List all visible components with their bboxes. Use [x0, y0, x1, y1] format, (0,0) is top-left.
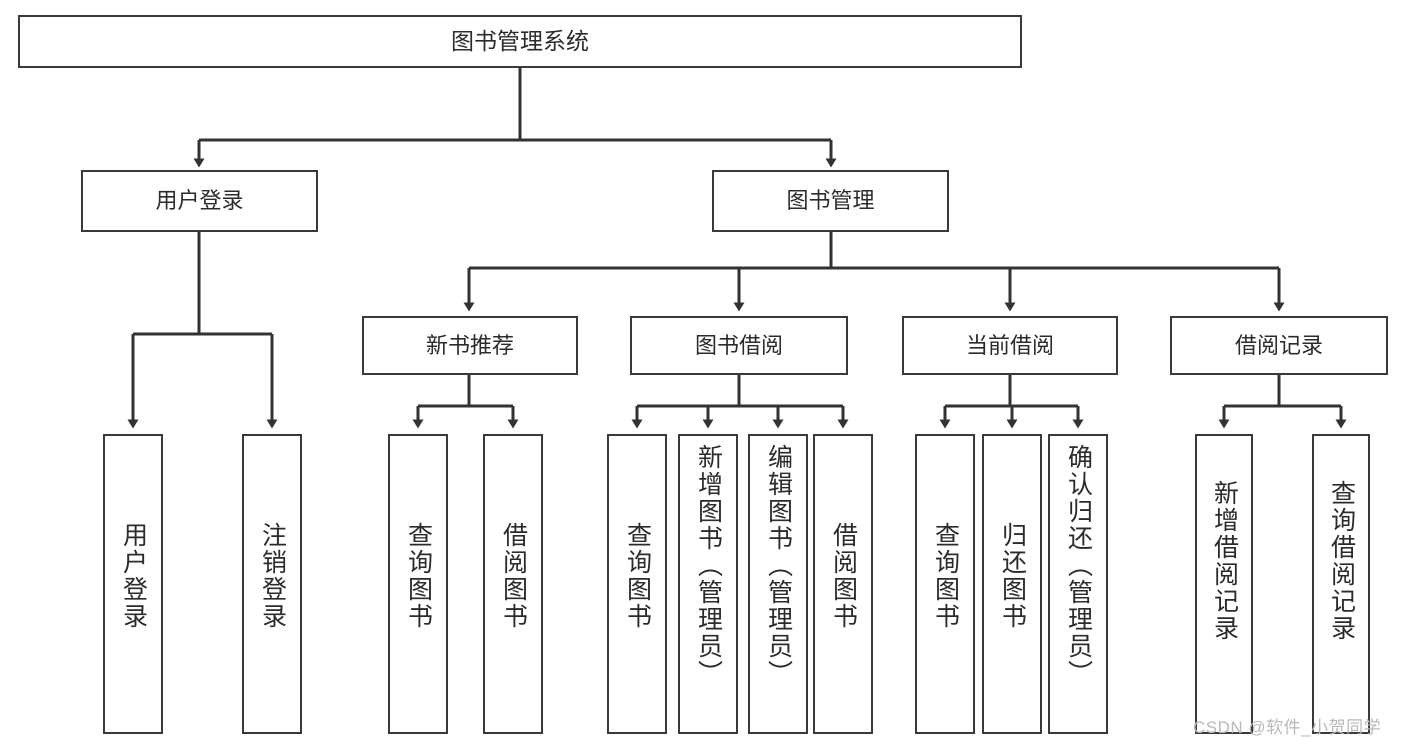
leaf-query-borrow-record-label: 查询借阅记录 [1327, 480, 1356, 642]
leaf-add-book-label: 新增图书（管理员） [694, 444, 723, 687]
node-current-borrow-label: 当前借阅 [965, 332, 1054, 358]
leaf-query-borrow-record[interactable]: 查询借阅记录 [1312, 434, 1370, 734]
leaf-confirm-return[interactable]: 确认归还（管理员） [1048, 434, 1108, 734]
leaf-query-book-borrow[interactable]: 查询图书 [607, 434, 667, 734]
node-book-manage-label: 图书管理 [786, 188, 875, 214]
node-user-login[interactable]: 用户登录 [81, 170, 318, 232]
leaf-borrow-book-label: 借阅图书 [829, 522, 858, 630]
node-new-book-recommend-label: 新书推荐 [425, 332, 514, 358]
leaf-edit-book[interactable]: 编辑图书（管理员） [748, 434, 808, 734]
leaf-edit-book-label: 编辑图书（管理员） [764, 444, 793, 687]
leaf-query-book-borrow-label: 查询图书 [623, 522, 652, 630]
node-book-manage[interactable]: 图书管理 [712, 170, 949, 232]
leaf-add-borrow-record[interactable]: 新增借阅记录 [1195, 434, 1253, 734]
leaf-query-book-current-label: 查询图书 [931, 522, 960, 630]
leaf-user-login[interactable]: 用户登录 [103, 434, 163, 734]
leaf-return-book[interactable]: 归还图书 [982, 434, 1042, 734]
leaf-logout-label: 注销登录 [258, 522, 287, 630]
node-current-borrow[interactable]: 当前借阅 [902, 316, 1118, 375]
node-root-label: 图书管理系统 [451, 27, 589, 54]
leaf-user-login-label: 用户登录 [119, 522, 148, 630]
leaf-logout[interactable]: 注销登录 [242, 434, 302, 734]
leaf-return-book-label: 归还图书 [998, 522, 1027, 630]
leaf-add-borrow-record-label: 新增借阅记录 [1210, 480, 1239, 642]
leaf-confirm-return-label: 确认归还（管理员） [1064, 444, 1093, 687]
leaf-borrow-book[interactable]: 借阅图书 [813, 434, 873, 734]
node-new-book-recommend[interactable]: 新书推荐 [362, 316, 578, 375]
leaf-borrow-book-recommend[interactable]: 借阅图书 [483, 434, 543, 734]
node-user-login-label: 用户登录 [155, 188, 244, 214]
node-book-borrow[interactable]: 图书借阅 [630, 316, 848, 375]
node-borrow-record[interactable]: 借阅记录 [1170, 316, 1388, 375]
node-borrow-record-label: 借阅记录 [1234, 332, 1323, 358]
leaf-query-book-recommend[interactable]: 查询图书 [388, 434, 448, 734]
watermark: CSDN @软件_小贺同学 [1193, 718, 1382, 737]
leaf-query-book-current[interactable]: 查询图书 [915, 434, 975, 734]
node-root[interactable]: 图书管理系统 [18, 15, 1022, 68]
node-book-borrow-label: 图书借阅 [694, 332, 783, 358]
leaf-query-book-recommend-label: 查询图书 [404, 522, 433, 630]
leaf-add-book[interactable]: 新增图书（管理员） [678, 434, 738, 734]
leaf-borrow-book-recommend-label: 借阅图书 [499, 522, 528, 630]
